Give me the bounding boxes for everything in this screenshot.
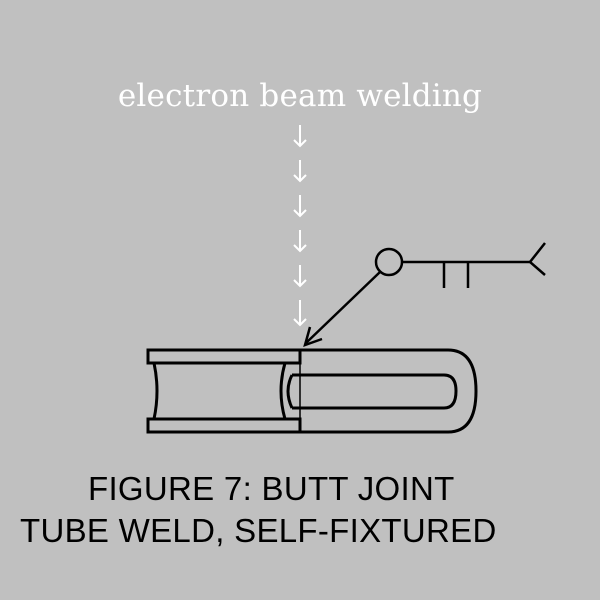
electron-beam-arrows xyxy=(293,125,307,327)
beam-arrow xyxy=(293,230,307,253)
left-tube-bottom-wall xyxy=(146,417,302,434)
left-tube xyxy=(146,348,302,434)
right-tube xyxy=(286,348,478,434)
weld-all-around-circle xyxy=(374,247,404,277)
left-tube-top-wall xyxy=(146,348,302,365)
beam-label: electron beam welding xyxy=(117,78,483,114)
beam-arrow xyxy=(293,195,307,218)
figure-caption-line-2: TUBE WELD, SELF-FIXTURED xyxy=(20,512,497,549)
left-tube-inner-end xyxy=(279,362,287,420)
right-tube-outer-profile xyxy=(300,348,478,434)
right-tube-bore xyxy=(292,373,458,410)
beam-arrow xyxy=(293,300,307,327)
symbol-tail xyxy=(528,242,546,276)
right-tube-spigot xyxy=(286,374,294,409)
tube-assembly xyxy=(146,348,478,434)
beam-arrow xyxy=(293,125,307,148)
beam-arrow xyxy=(293,265,307,288)
left-tube-open-end xyxy=(152,362,159,420)
figure-caption-line-1: FIGURE 7: BUTT JOINT xyxy=(88,470,455,507)
welding-symbol xyxy=(303,242,546,347)
leader-arrow-line xyxy=(305,271,381,344)
beam-arrow xyxy=(293,160,307,183)
leader-arrowhead xyxy=(303,326,323,347)
